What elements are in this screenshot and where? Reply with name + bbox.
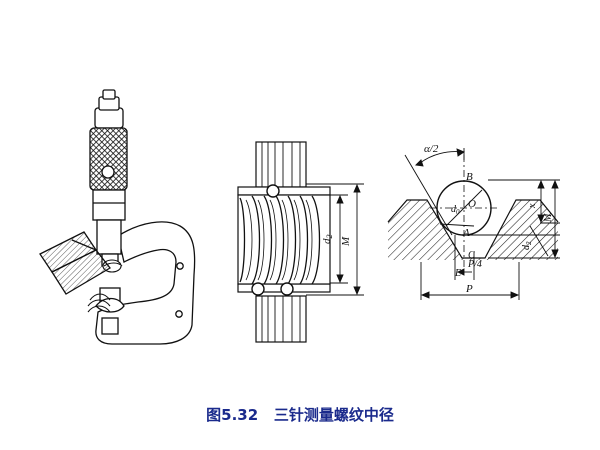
figure-caption: 图5.32 三针测量螺纹中径 [0, 404, 600, 425]
figure-number: 图5.32 [206, 406, 259, 424]
point-B-label: B [466, 171, 473, 183]
svg-text:d2: d2 [321, 235, 334, 245]
right-M-label: M [543, 213, 554, 223]
threaded-rod-view: d2 M [237, 141, 364, 343]
point-A-label: A [462, 227, 470, 239]
pitch-P-label: P [465, 283, 473, 295]
alpha-half-label: α/2 [424, 143, 439, 155]
middle-M-label: M [340, 236, 352, 247]
svg-text:d0: d0 [451, 204, 460, 216]
figure-title: 三针测量螺纹中径 [273, 406, 394, 424]
micrometer-illustration [39, 89, 196, 345]
svg-text:d2: d2 [521, 241, 533, 250]
thread-profile-diagram: α/2 B O A d0 C E P/4 P x M d2 [387, 143, 560, 300]
point-E-label: E [454, 268, 461, 279]
right-d2-label: d2 [521, 241, 533, 250]
x-label: x [527, 203, 538, 209]
point-O-label: O [468, 198, 476, 210]
point-C-label: C [468, 250, 475, 261]
middle-d2-label: d2 [321, 235, 334, 245]
p-quarter-label: P/4 [467, 259, 482, 270]
d0-label: d0 [451, 204, 460, 216]
